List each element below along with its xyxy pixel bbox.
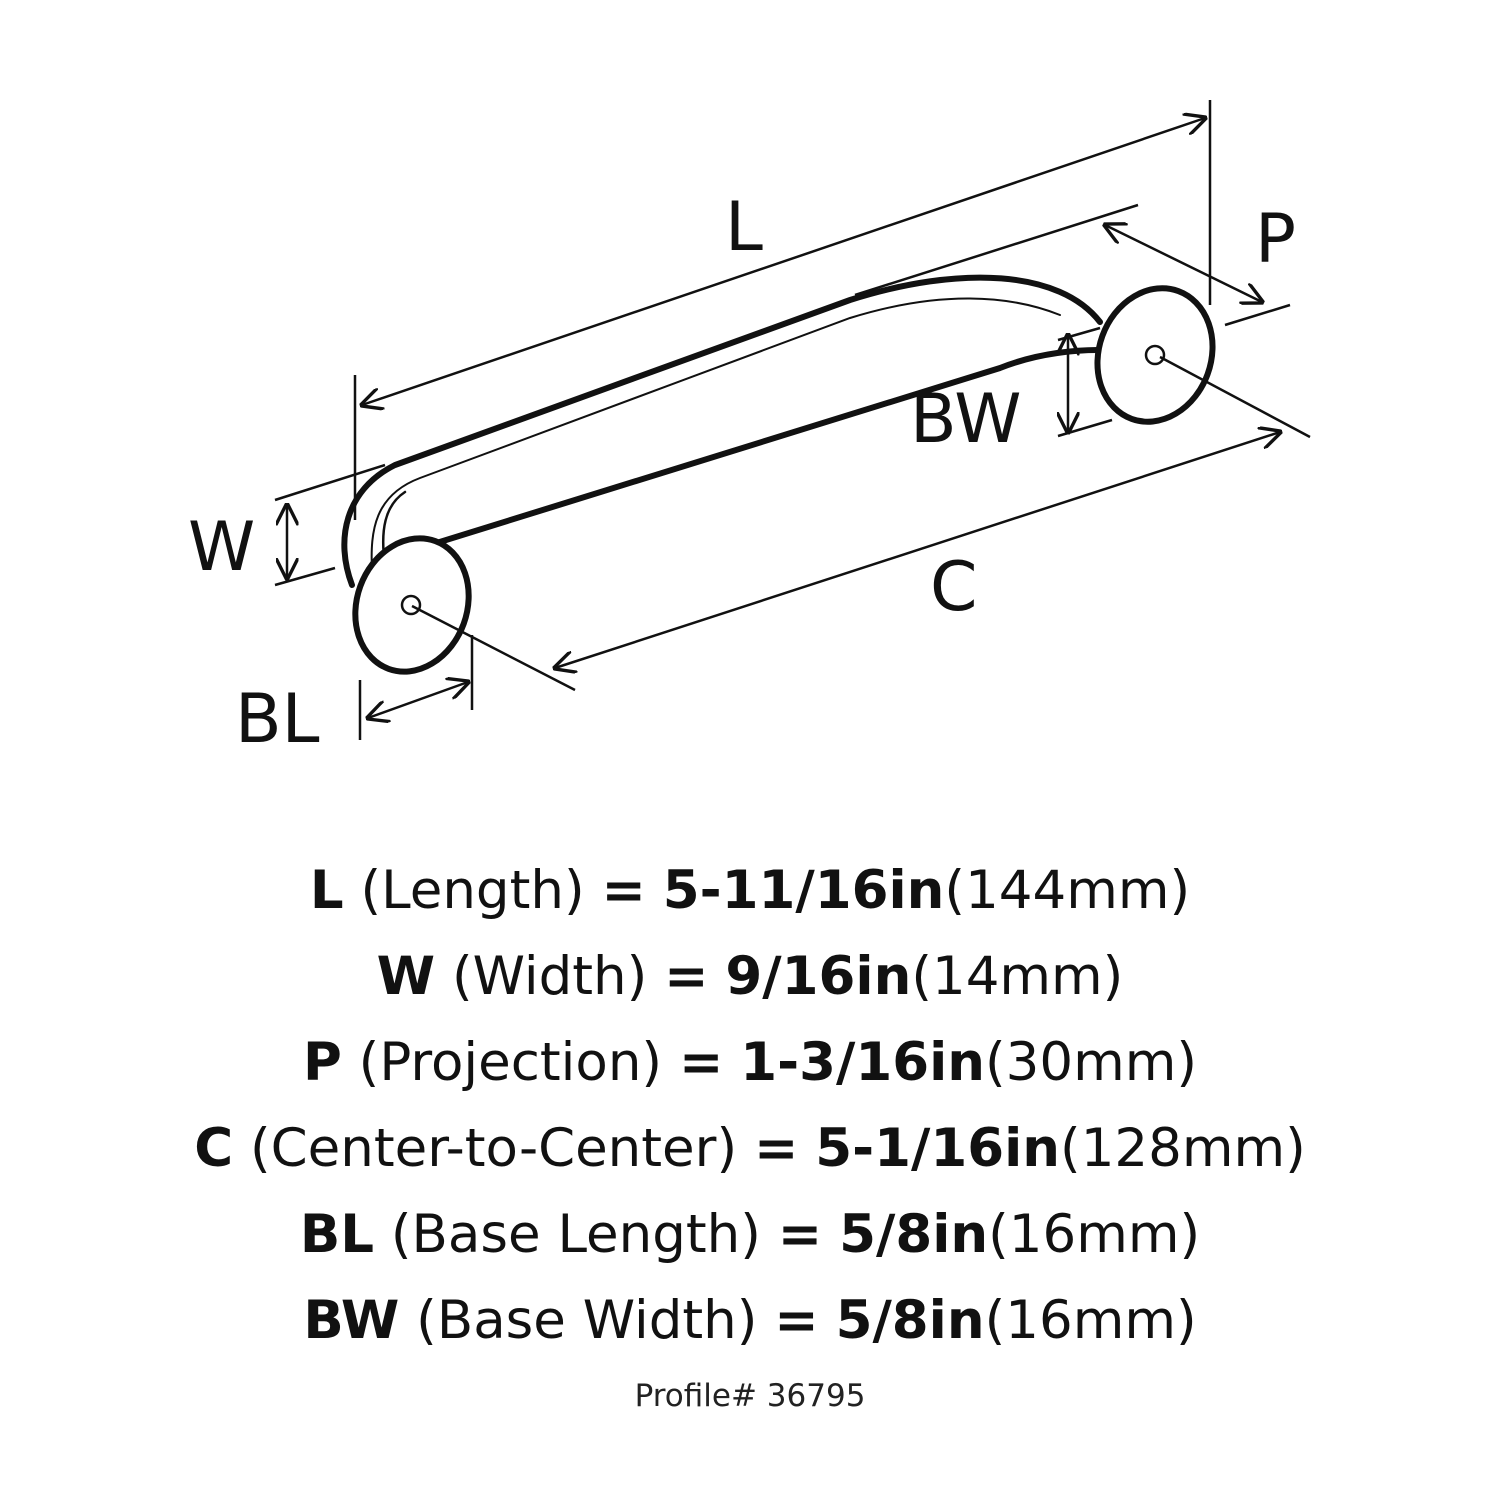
spec-key: BW <box>303 1290 400 1351</box>
profile-number: Profile# 36795 <box>634 1378 866 1414</box>
label-l: L <box>725 188 763 267</box>
label-bw: BW <box>910 380 1021 459</box>
spec-imperial: 5/8in <box>839 1204 989 1265</box>
spec-imperial: 5-1/16in <box>815 1118 1061 1179</box>
spec-imperial: 5-11/16in <box>662 860 945 921</box>
spec-eq: = <box>777 1204 823 1265</box>
pull-handle <box>341 274 1216 675</box>
label-p: P <box>1255 200 1296 279</box>
left-base <box>352 535 472 675</box>
cabinet-pull-dimension-drawing: L P BW W C BL <box>188 100 1311 759</box>
spec-name: (Projection) <box>358 1032 663 1093</box>
spec-base-length: BL (Base Length) = 5/8in(16mm) <box>0 1192 1500 1278</box>
spec-name: (Center-to-Center) <box>249 1118 738 1179</box>
spec-imperial: 5/8in <box>835 1290 985 1351</box>
spec-metric: (16mm) <box>988 1204 1201 1265</box>
spec-center-to-center: C (Center-to-Center) = 5-1/16in(128mm) <box>0 1106 1500 1192</box>
spec-imperial: 9/16in <box>725 946 912 1007</box>
label-c: C <box>930 548 977 627</box>
spec-name: (Length) <box>360 860 585 921</box>
spec-eq: = <box>664 946 709 1007</box>
spec-length: L (Length) = 5-11/16in(144mm) <box>0 848 1500 934</box>
spec-eq: = <box>678 1032 724 1093</box>
right-base <box>1094 285 1216 425</box>
label-w: W <box>188 508 255 587</box>
spec-imperial: 1-3/16in <box>740 1032 985 1093</box>
specifications-list: L (Length) = 5-11/16in(144mm) W (Width) … <box>0 848 1500 1364</box>
spec-metric: (30mm) <box>985 1032 1198 1093</box>
spec-name: (Base Length) <box>390 1204 761 1265</box>
spec-metric: (144mm) <box>944 860 1191 921</box>
spec-name: (Width) <box>451 946 648 1007</box>
spec-metric: (128mm) <box>1060 1118 1306 1179</box>
spec-base-width: BW (Base Width) = 5/8in(16mm) <box>0 1278 1500 1364</box>
spec-name: (Base Width) <box>416 1290 758 1351</box>
dimension-lines <box>274 100 1311 740</box>
spec-eq: = <box>774 1290 819 1351</box>
spec-key: L <box>309 860 344 921</box>
spec-key: C <box>194 1118 234 1179</box>
spec-metric: (14mm) <box>911 946 1124 1007</box>
spec-key: W <box>376 946 436 1007</box>
label-bl: BL <box>235 680 320 759</box>
spec-key: P <box>302 1032 342 1093</box>
spec-metric: (16mm) <box>984 1290 1197 1351</box>
spec-projection: P (Projection) = 1-3/16in(30mm) <box>0 1020 1500 1106</box>
spec-key: BL <box>299 1204 374 1265</box>
spec-eq: = <box>601 860 646 921</box>
spec-eq: = <box>753 1118 799 1179</box>
spec-width: W (Width) = 9/16in(14mm) <box>0 934 1500 1020</box>
